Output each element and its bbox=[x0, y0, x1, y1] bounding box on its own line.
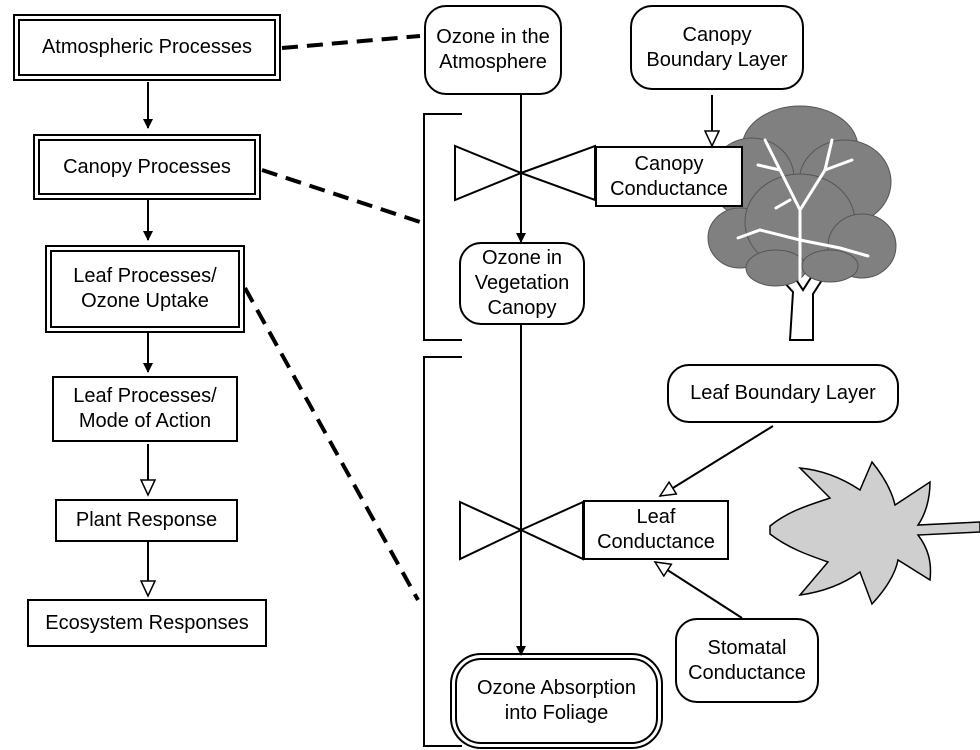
ozone-absorption-box: Ozone Absorption into Foliage bbox=[450, 653, 663, 749]
leaf-mode-label: Leaf Processes/ Mode of Action bbox=[73, 385, 217, 432]
leaf-boundary-layer-box: Leaf Boundary Layer bbox=[667, 364, 899, 423]
tree-icon bbox=[707, 105, 897, 341]
leaf-conductance-box: Leaf Conductance bbox=[583, 500, 729, 560]
canopy-processes-box: Canopy Processes bbox=[33, 134, 261, 200]
arrow-leaf-boundary-to-conductance bbox=[660, 425, 774, 496]
canopy-processes-label: Canopy Processes bbox=[63, 155, 231, 178]
leaf-conductance-label: Leaf Conductance bbox=[597, 506, 715, 553]
ozone-atmosphere-box: Ozone in the Atmosphere bbox=[424, 5, 562, 95]
plant-response-box: Plant Response bbox=[55, 499, 238, 542]
leaf-bracket bbox=[423, 356, 462, 747]
leaf-uptake-label: Leaf Processes/ Ozone Uptake bbox=[73, 265, 217, 312]
ozone-atmosphere-label: Ozone in the Atmosphere bbox=[436, 26, 550, 73]
ozone-vegetation-canopy-label: Ozone in Vegetation Canopy bbox=[474, 247, 570, 319]
stomatal-conductance-box: Stomatal Conductance bbox=[675, 618, 819, 703]
canopy-boundary-layer-box: Canopy Boundary Layer bbox=[630, 5, 804, 90]
ecosystem-responses-label: Ecosystem Responses bbox=[45, 611, 249, 634]
arrow-stomatal-to-conductance bbox=[655, 562, 743, 619]
dashed-link-leaf bbox=[243, 287, 420, 601]
leaf-icon bbox=[769, 460, 980, 606]
plant-response-label: Plant Response bbox=[75, 509, 218, 531]
canopy-conductance-label: Canopy Conductance bbox=[610, 152, 728, 200]
ozone-absorption-label: Ozone Absorption into Foliage bbox=[477, 677, 636, 724]
leaf-uptake-box: Leaf Processes/ Ozone Uptake bbox=[45, 245, 245, 333]
canopy-conductance-box: Canopy Conductance bbox=[595, 146, 743, 207]
dashed-link-canopy bbox=[261, 168, 421, 224]
canopy-boundary-layer-label: Canopy Boundary Layer bbox=[646, 23, 788, 71]
stomatal-conductance-label: Stomatal Conductance bbox=[688, 636, 806, 684]
atmospheric-processes-box: Atmospheric Processes bbox=[13, 14, 281, 81]
ecosystem-responses-box: Ecosystem Responses bbox=[27, 599, 267, 647]
dashed-link-atmospheric bbox=[281, 34, 421, 50]
ozone-vegetation-canopy-box: Ozone in Vegetation Canopy bbox=[459, 242, 585, 325]
atmospheric-processes-label: Atmospheric Processes bbox=[41, 36, 253, 58]
leaf-mode-box: Leaf Processes/ Mode of Action bbox=[52, 376, 238, 442]
canopy-bracket bbox=[423, 113, 462, 341]
leaf-boundary-layer-label: Leaf Boundary Layer bbox=[690, 382, 876, 404]
canopy-valve-icon bbox=[454, 144, 596, 202]
